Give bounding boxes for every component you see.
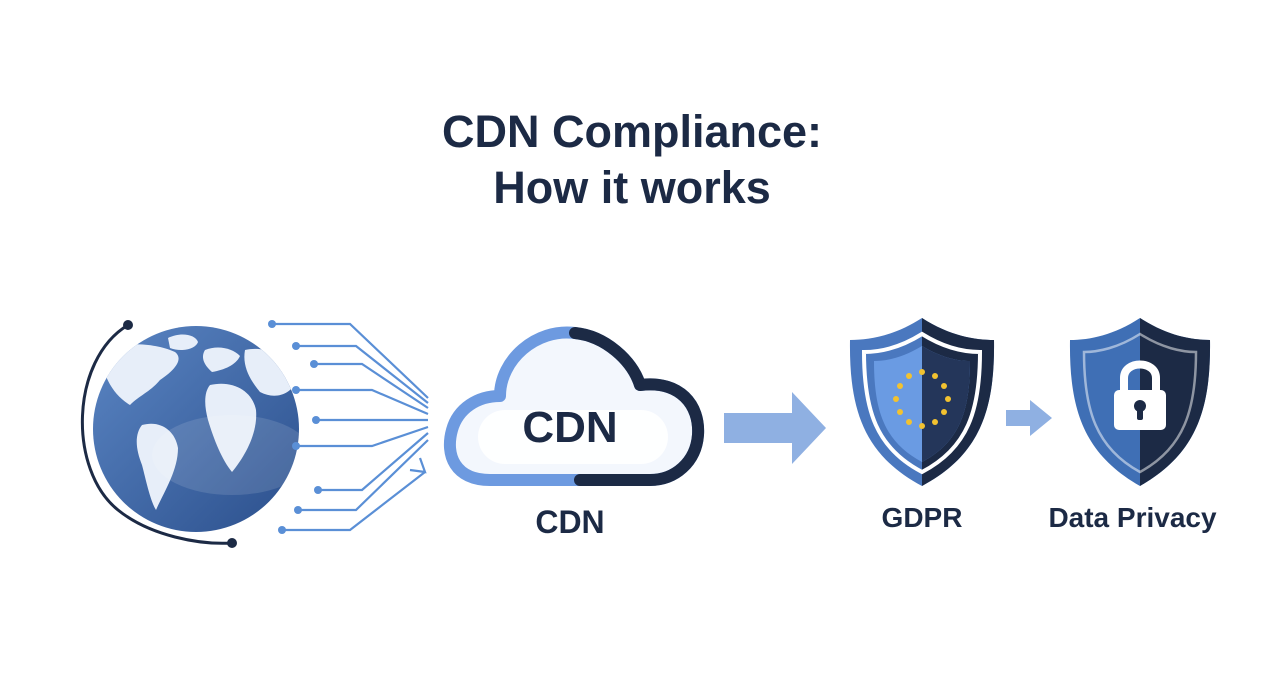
diagram-title: CDN Compliance: How it works (0, 104, 1264, 216)
cdn-caption: CDN (535, 504, 605, 540)
cdn-cloud-label: CDN (522, 403, 618, 452)
arrow-right-icon (724, 392, 826, 464)
data-privacy-caption: Data Privacy (1048, 502, 1217, 533)
arrow-right-icon (1006, 400, 1052, 436)
cloud-icon (443, 326, 705, 486)
network-lines-icon (268, 320, 429, 534)
lock-shield-icon (1069, 318, 1211, 486)
globe-icon (81, 320, 299, 548)
title-line-1: CDN Compliance: (441, 106, 823, 158)
eu-shield-icon (849, 318, 995, 486)
title-line-2: How it works (493, 162, 771, 214)
gdpr-caption: GDPR (881, 502, 963, 533)
